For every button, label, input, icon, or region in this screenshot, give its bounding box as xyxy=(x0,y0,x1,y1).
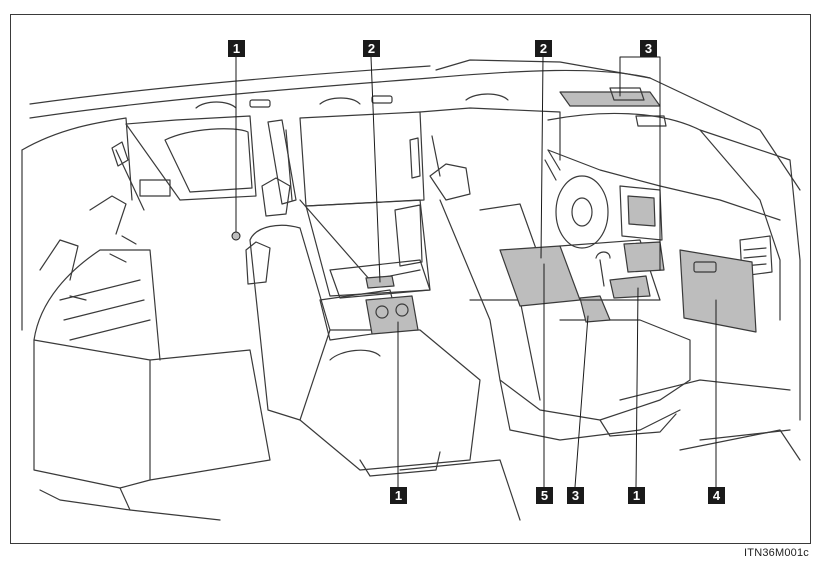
leader-lines xyxy=(232,57,716,487)
leader-c3 xyxy=(541,57,543,258)
leader-c7 xyxy=(575,316,588,487)
floor xyxy=(400,430,800,520)
callout-4-glove-box: 4 xyxy=(708,487,725,504)
seatbelts xyxy=(116,130,440,210)
rear-armrest-cup-holders xyxy=(366,276,418,334)
roof-outline xyxy=(30,60,800,190)
callout-2-front-cup-holder: 2 xyxy=(535,40,552,57)
rear-side-body xyxy=(22,116,256,330)
figure-code: ITN36M001c xyxy=(744,547,809,559)
callout-1-roof-lamp: 1 xyxy=(228,40,245,57)
callout-1-rear-armrest: 1 xyxy=(390,487,407,504)
overhead-console xyxy=(560,88,666,126)
leader-c2 xyxy=(371,57,380,282)
callout-3-overhead-console: 3 xyxy=(640,40,657,57)
callout-3-console-tray: 3 xyxy=(567,487,584,504)
callout-5-console-box: 5 xyxy=(536,487,553,504)
center-console xyxy=(500,240,664,322)
roof-handles xyxy=(196,94,508,108)
leader-c8 xyxy=(636,288,638,487)
callout-1-front-console: 1 xyxy=(628,487,645,504)
glove-box xyxy=(680,250,756,332)
second-row-seats xyxy=(246,178,480,476)
third-row-seat xyxy=(34,196,270,520)
callout-2-rear-cup-holder: 2 xyxy=(363,40,380,57)
